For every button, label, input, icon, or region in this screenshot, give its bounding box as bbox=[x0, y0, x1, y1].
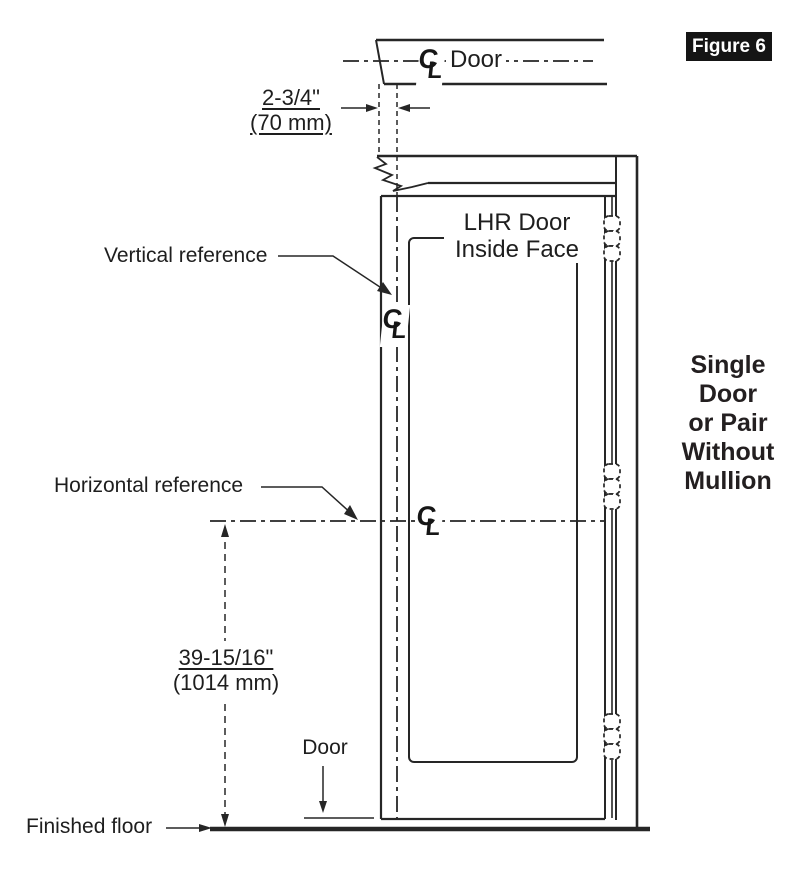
configuration-note: Single Door or Pair Without Mullion bbox=[668, 351, 788, 496]
horizontal-reference-leader bbox=[261, 486, 358, 520]
centerline-l: L bbox=[390, 317, 408, 344]
hinge-bottom bbox=[603, 713, 621, 760]
door-bottom-label: Door bbox=[302, 736, 348, 759]
note-line: Mullion bbox=[684, 467, 772, 495]
vertical-reference-label: Vertical reference bbox=[104, 244, 268, 267]
note-line: Door bbox=[698, 380, 758, 408]
vertical-reference-leader bbox=[278, 255, 392, 295]
hinge-top bbox=[603, 215, 621, 262]
door-leaf-outline bbox=[379, 196, 606, 821]
arrowhead-down bbox=[221, 814, 229, 827]
horizontal-reference-label: Horizontal reference bbox=[54, 474, 244, 497]
arrowhead-right bbox=[199, 824, 212, 832]
centerline-symbol-horizontal: C L bbox=[413, 501, 445, 544]
arrowhead-right bbox=[366, 104, 378, 112]
centerline-l: L bbox=[424, 514, 442, 541]
note-line: or Pair bbox=[688, 409, 768, 437]
backset-dimension-arrows bbox=[341, 104, 430, 112]
break-zigzag bbox=[372, 156, 429, 192]
arrowhead-diagonal bbox=[377, 282, 392, 295]
centerline-l: L bbox=[426, 57, 444, 84]
figure-badge: Figure 6 bbox=[686, 32, 772, 61]
frame-header bbox=[372, 154, 637, 198]
arrowhead-left bbox=[398, 104, 410, 112]
centerline-symbol-plan: C L bbox=[415, 44, 447, 87]
note-line: Without bbox=[681, 438, 775, 466]
lhr-line1: LHR Door bbox=[463, 209, 571, 236]
backset-inches: 2-3/4" bbox=[262, 85, 320, 110]
backset-dimension-text: 2-3/4" (70 mm) bbox=[246, 85, 336, 135]
arrowhead-down bbox=[319, 801, 327, 813]
door-bottom-leader bbox=[319, 766, 327, 813]
projection-lines bbox=[378, 84, 398, 196]
plan-door-label: Door bbox=[446, 47, 507, 73]
height-dimension-text: 39-15/16" (1014 mm) bbox=[164, 645, 288, 695]
arrowhead-up bbox=[221, 524, 229, 537]
height-mm: (1014 mm) bbox=[172, 670, 280, 695]
note-line: Single bbox=[690, 351, 766, 379]
height-inches: 39-15/16" bbox=[178, 645, 274, 670]
finished-floor-label: Finished floor bbox=[26, 815, 153, 838]
door-inside-face-panel bbox=[408, 237, 578, 763]
lhr-line2: Inside Face bbox=[454, 236, 580, 263]
finished-floor-leader bbox=[166, 824, 212, 832]
lhr-door-inside-face-label: LHR Door Inside Face bbox=[444, 209, 590, 263]
backset-mm: (70 mm) bbox=[250, 110, 332, 135]
arrowhead-diagonal bbox=[344, 505, 358, 520]
hinge-middle bbox=[603, 463, 621, 510]
centerline-symbol-vertical: C L bbox=[379, 304, 411, 347]
height-dimension bbox=[221, 524, 229, 827]
